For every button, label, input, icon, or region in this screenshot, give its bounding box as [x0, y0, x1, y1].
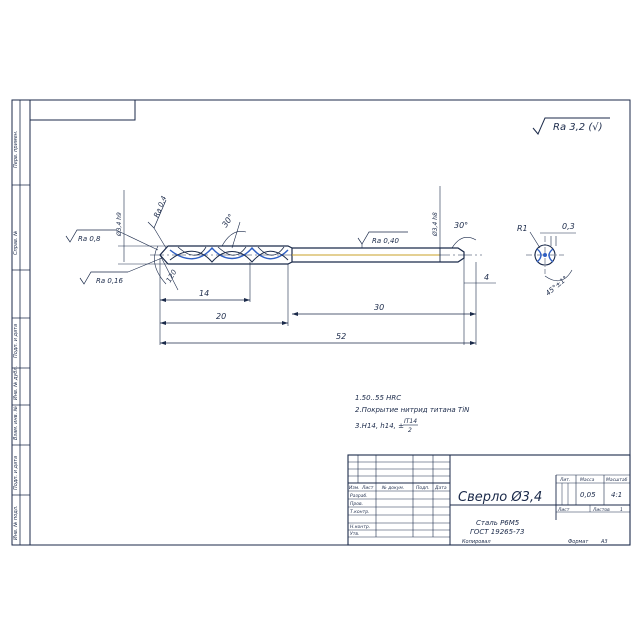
standard-label: ГОСТ 19265-73: [470, 528, 525, 536]
r1-label: R1: [517, 224, 528, 233]
role-label: Пров.: [350, 501, 363, 507]
col-header: № докум.: [381, 485, 404, 491]
extension-lines: [159, 258, 465, 345]
dim-shank-diameter: Ø3,4 h8: [432, 186, 441, 262]
inner-frame: [29, 99, 631, 546]
mass-value: 0,05: [580, 491, 596, 499]
note-3: 3.H14, h14, ±: [355, 422, 404, 430]
outer-frame: [11, 99, 631, 546]
dim-tip-diameter: Ø3,4 h9: [116, 190, 168, 265]
dim-20-label: 20: [216, 312, 226, 321]
stamp-label: Перв. примен.: [13, 130, 19, 168]
sheet-label: Лист: [557, 507, 570, 513]
flute-line: [169, 250, 289, 263]
material-label: Сталь Р6М5: [476, 519, 520, 527]
copied-label: Копировал: [462, 539, 491, 545]
col-header: Лист: [361, 485, 374, 491]
general-roughness-mark: Ra 3,2 (√): [532, 117, 610, 135]
dim-chamfer: 4: [464, 273, 496, 284]
shank: [292, 247, 465, 263]
roughness-ra040-label: Ra 0,40: [372, 237, 400, 245]
roughness-ra04-label: Ra 0,4: [152, 195, 168, 219]
format-value: А3: [600, 539, 608, 545]
role-label: Утв.: [350, 531, 359, 537]
dim-30: 30: [292, 262, 477, 345]
tolerance-denominator: 2: [408, 427, 412, 434]
roughness-ra016-label: Ra 0,16: [96, 277, 124, 285]
dim-14-label: 14: [199, 289, 209, 298]
col-header: Дата: [434, 485, 447, 491]
mass-label: Масса: [580, 477, 595, 483]
stamp-label: Подп. и дата: [13, 324, 19, 358]
roughness-ra08: Ra 0,8: [65, 229, 159, 251]
role-label: Н.контр.: [350, 524, 370, 530]
role-label: Разраб.: [350, 493, 368, 499]
roughness-ra04: Ra 0,4: [147, 195, 168, 249]
lit-label: Лит.: [559, 477, 570, 483]
technical-notes: 1.50..55 HRC 2.Покрытие нитрид титана Ti…: [355, 394, 470, 434]
point-angle: 120: [154, 245, 179, 291]
drill-main-view: [150, 245, 482, 265]
top-left-box: [30, 100, 136, 121]
roughness-general-label: Ra 3,2 (√): [553, 122, 603, 133]
drawing-title: Сверло Ø3,4: [458, 490, 542, 505]
roughness-ra040: Ra 0,40: [357, 231, 408, 248]
stamp-label: Справ. №: [13, 231, 19, 255]
dim-52: 52: [160, 332, 476, 345]
cross-section-view: R1 0,3 45°±1°: [517, 222, 576, 298]
edge-label: 0,3: [562, 222, 575, 231]
scale-value: 4:1: [611, 491, 622, 499]
dim-chamfer-label: 4: [484, 273, 489, 282]
shank-diameter-label: Ø3,4 h8: [432, 212, 439, 237]
helix-angle-label: 30°: [220, 212, 236, 229]
tolerance-numerator: IT14: [404, 418, 417, 425]
col-header: Подп.: [416, 485, 430, 491]
stamp-label: Инв. № дубл.: [13, 366, 19, 400]
dim-30-label: 30: [374, 303, 384, 312]
note-1: 1.50..55 HRC: [355, 394, 401, 402]
role-label: Т.контр.: [350, 509, 370, 515]
flute-line: [169, 246, 289, 260]
format-label: Формат: [568, 539, 589, 545]
section-circle: [534, 244, 556, 266]
back-angle: 30°: [451, 221, 477, 249]
title-block: Изм. Лист № докум. Подп. Дата Разраб. Пр…: [347, 454, 631, 546]
left-stamp-column: Перв. примен. Справ. № Подп. и дата Инв.…: [12, 100, 30, 545]
helix-angle: 30°: [220, 212, 247, 249]
dim-20: 20: [160, 312, 288, 325]
back-angle-label: 30°: [454, 221, 468, 230]
dim-14: 14: [160, 289, 250, 302]
sheets-label: Листов: [592, 507, 610, 513]
stamp-label: Инв. № подл.: [13, 506, 19, 541]
tip-diameter-label: Ø3,4 h9: [116, 212, 123, 237]
stamp-label: Взам. инв. №: [13, 406, 19, 440]
dim-52-label: 52: [336, 332, 346, 341]
col-header: Изм.: [349, 485, 360, 491]
roughness-ra08-label: Ra 0,8: [78, 235, 101, 243]
stamp-label: Подп. и дата: [13, 456, 19, 490]
scale-label: Масштаб: [606, 477, 628, 483]
point-angle-label: 120: [165, 268, 179, 284]
sheets-count: 1: [620, 507, 623, 513]
note-2: 2.Покрытие нитрид титана TiN: [355, 406, 470, 414]
roughness-ra016: Ra 0,16: [79, 257, 163, 285]
